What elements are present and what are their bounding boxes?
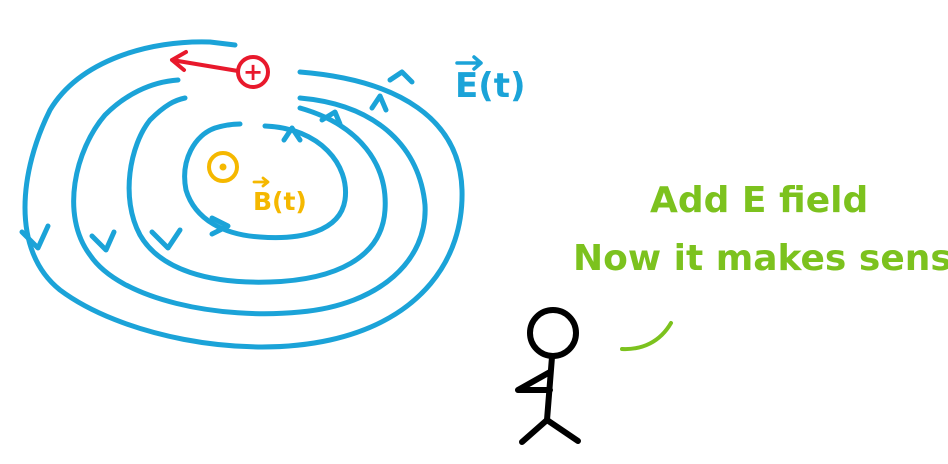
stick-figure-arm [515,369,553,393]
e-field-vector-arrow [455,55,483,71]
arrowhead-outer-left [19,223,51,251]
e-field-loop-3 [126,95,388,285]
arrowhead-inner-bottom [209,215,231,237]
e-field-label: E(t) [455,55,526,106]
b-field-dot [219,163,227,171]
electric-field-loops [22,39,465,350]
arrowhead-loop2-right [369,93,389,113]
arrowhead-loop3-right [319,109,343,127]
b-field-out-of-page-symbol [207,151,239,183]
stick-figure-head [527,307,579,359]
magnetic-field-marker: B(t) [207,151,307,216]
charge-velocity-arrow [170,50,240,73]
arrowhead-inner-top [281,125,303,143]
speech-line-pointer [620,321,673,352]
stick-figure-legs [519,417,581,445]
arrowhead-outer-right [387,69,415,85]
e-field-label-text: E(t) [455,66,526,106]
b-field-vector-arrow [252,176,270,188]
speech-text: Add E field Now it makes sense [573,180,948,352]
speech-line-1: Add E field [650,180,868,221]
e-field-loop-outer [22,39,465,350]
charge-sign: + [243,58,263,86]
field-arrowheads [19,69,415,253]
e-field-loop-inner [182,121,349,241]
b-field-label: B(t) [253,187,307,216]
speech-line-2: Now it makes sense [573,238,948,279]
moving-charge: + [170,50,270,89]
e-field-loop-2 [71,77,428,317]
positive-charge [236,55,270,89]
arrowhead-loop2-left [89,229,117,253]
stick-figure [515,307,581,445]
arrowhead-loop3-left [149,227,183,251]
